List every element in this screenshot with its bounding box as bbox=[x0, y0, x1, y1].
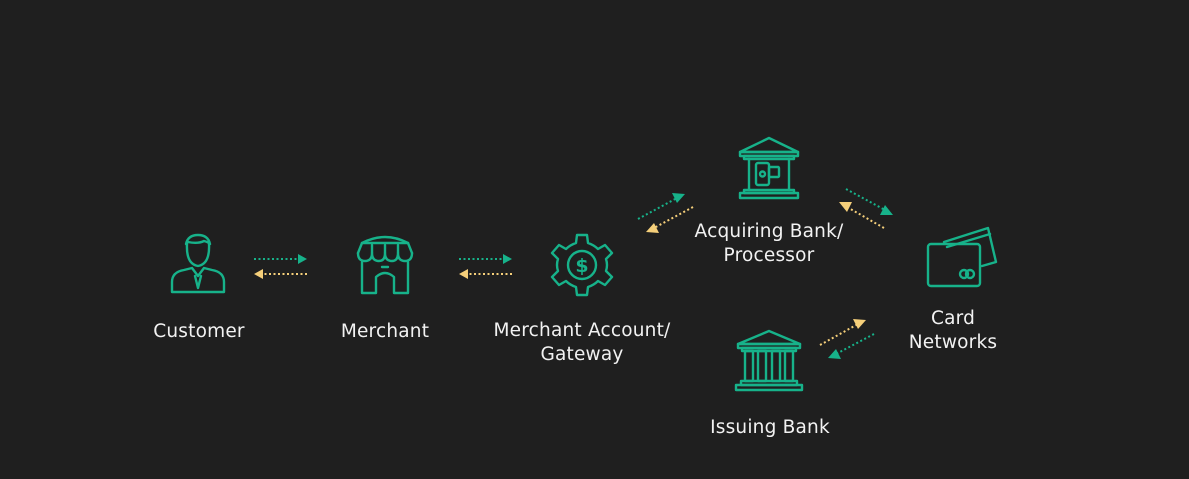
merchant-label: Merchant bbox=[340, 321, 430, 342]
svg-text:$: $ bbox=[575, 255, 588, 277]
customer-label: Customer bbox=[153, 321, 245, 342]
customer-icon bbox=[170, 233, 226, 294]
arrow-gateway-to-merchant bbox=[459, 269, 512, 279]
arrow-merchant-to-customer bbox=[254, 269, 307, 279]
bank-mobile-icon bbox=[738, 136, 800, 200]
arrow-customer-to-merchant bbox=[254, 254, 307, 264]
credit-cards-icon bbox=[926, 226, 998, 288]
acquirer-label-line2: Processor bbox=[723, 245, 815, 266]
storefront-icon bbox=[356, 235, 414, 295]
arrow-networks-to-issuer bbox=[828, 333, 875, 359]
issuer-label: Issuing Bank bbox=[710, 417, 830, 438]
bank-columns-icon bbox=[734, 329, 804, 392]
arrow-issuer-to-networks bbox=[819, 319, 866, 346]
gateway-label-line1: Merchant Account/ bbox=[493, 320, 671, 341]
networks-label-line2: Networks bbox=[908, 332, 998, 353]
gear-dollar-icon: $ bbox=[550, 233, 614, 297]
arrow-gateway-to-acquirer bbox=[637, 193, 685, 220]
gateway-label-line2: Gateway bbox=[540, 344, 624, 365]
gateway-label: Merchant Account/ Gateway bbox=[470, 319, 694, 367]
acquirer-label: Acquiring Bank/ Processor bbox=[668, 220, 870, 268]
networks-label-line1: Card bbox=[930, 308, 976, 329]
arrow-merchant-to-gateway bbox=[459, 254, 512, 264]
arrow-networks-to-acquirer bbox=[839, 202, 885, 229]
acquirer-label-line1: Acquiring Bank/ bbox=[694, 221, 844, 242]
arrow-acquirer-to-networks bbox=[845, 188, 893, 215]
networks-label: Card Networks bbox=[893, 307, 1013, 355]
arrow-acquirer-to-gateway bbox=[646, 206, 694, 233]
